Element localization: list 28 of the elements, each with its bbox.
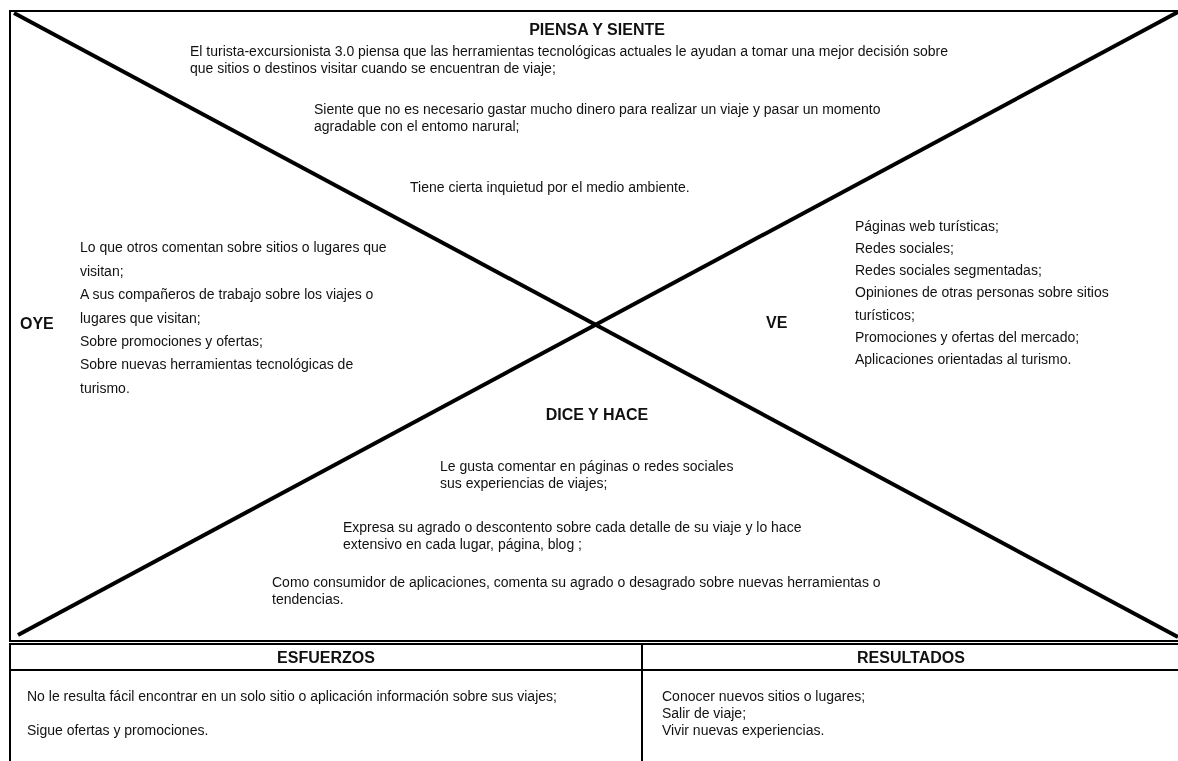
quadrant-text: Promociones y ofertas del mercado; (855, 328, 1081, 347)
quadrant-heading: VE (766, 313, 789, 333)
quadrant-text: Redes sociales; (855, 239, 955, 258)
cell-text: Conocer nuevos sitios o lugares; (662, 688, 867, 705)
column-header: ESFUERZOS (11, 645, 641, 671)
quadrant-text: Páginas web turísticas; (855, 217, 1000, 236)
table-cell (9, 643, 643, 761)
quadrant-text: Siente que no es necesario gastar mucho dinero para realizar un viaje y pasar un momento agradable con el entomo narural; (314, 101, 882, 135)
quadrant-heading: OYE (20, 314, 55, 334)
cell-text: Vivir nuevas experiencias. (662, 722, 826, 739)
quadrant-text: Tiene cierta inquietud por el medio ambiente. (410, 179, 691, 196)
quadrant-text: Redes sociales segmentadas; (855, 261, 1043, 280)
quadrant-text: El turista-excursionista 3.0 piensa que las herramientas tecnológicas actuales le ayudan a tomar una mejor decisión sobre que sitios o destinos visitar cuando se encuentran de viaje; (190, 43, 949, 77)
quadrant-text: Lo que otros comentan sobre sitios o lugares que visitan; (80, 238, 388, 281)
cell-text: Sigue ofertas y promociones. (27, 722, 210, 739)
cell-text: Salir de viaje; (662, 705, 748, 722)
cell-text: No le resulta fácil encontrar en un solo sitio o aplicación información sobre sus viajes; (27, 688, 558, 705)
quadrant-heading: PIENSA Y SIENTE (528, 20, 666, 39)
quadrant-text: Le gusta comentar en páginas o redes sociales sus experiencias de viajes; (440, 458, 735, 492)
quadrant-heading: DICE Y HACE (544, 405, 650, 424)
column-header: RESULTADOS (643, 645, 1178, 671)
quadrant-text: Expresa su agrado o descontento sobre cada detalle de su viaje y lo hace extensivo en cada lugar, página, blog ; (343, 519, 803, 553)
quadrant-text: Como consumidor de aplicaciones, comenta su agrado o desagrado sobre nuevas herramientas o tendencias. (272, 574, 882, 608)
quadrant-text: Sobre promociones y ofertas; (80, 332, 264, 351)
quadrant-text: Opiniones de otras personas sobre sitios turísticos; (855, 283, 1110, 325)
quadrant-text: A sus compañeros de trabajo sobre los viajes o lugares que visitan; (80, 285, 375, 328)
quadrant-text: Sobre nuevas herramientas tecnológicas de turismo. (80, 355, 355, 398)
quadrant-text: Aplicaciones orientadas al turismo. (855, 350, 1073, 369)
